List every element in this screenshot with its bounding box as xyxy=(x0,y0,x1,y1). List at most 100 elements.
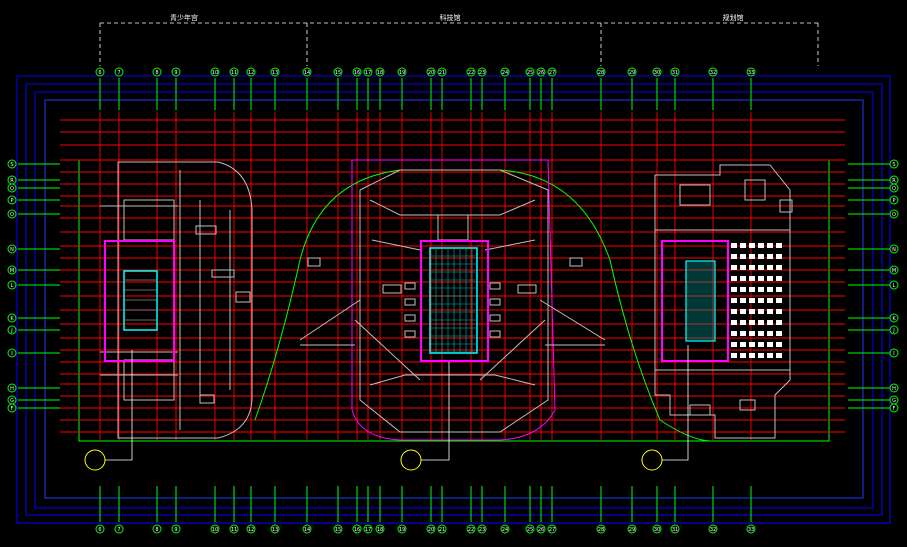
axis-bubble-label: 12 xyxy=(248,70,254,76)
column-bubble-bottom[interactable]: 14 xyxy=(302,524,312,534)
column-bubble-top[interactable]: 8 xyxy=(152,67,162,77)
column-bubble-bottom[interactable]: 6 xyxy=(95,524,105,534)
column-bubble-top[interactable]: 33 xyxy=(746,67,756,77)
column-bubble-bottom[interactable]: 23 xyxy=(477,524,487,534)
column-bubble-bottom[interactable]: 9 xyxy=(171,524,181,534)
column-bubble-top[interactable]: 13 xyxy=(270,67,280,77)
column-bubble-bottom[interactable]: 7 xyxy=(114,524,124,534)
column-bubble-top[interactable]: 22 xyxy=(466,67,476,77)
column-bubble-top[interactable]: 6 xyxy=(95,67,105,77)
column-bubble-bottom[interactable]: 29 xyxy=(627,524,637,534)
seat xyxy=(749,265,755,270)
seat xyxy=(767,287,773,292)
axis-bubble-label: 11 xyxy=(231,70,237,76)
callout-circle-left[interactable] xyxy=(84,449,106,471)
column-bubble-bottom[interactable]: 30 xyxy=(652,524,662,534)
axis-bubble-label: G xyxy=(892,398,896,404)
column-bubble-top[interactable]: 31 xyxy=(670,67,680,77)
column-bubble-bottom[interactable]: 33 xyxy=(746,524,756,534)
column-bubble-top[interactable]: 27 xyxy=(547,67,557,77)
column-bubble-bottom[interactable]: 17 xyxy=(363,524,373,534)
column-bubble-bottom[interactable]: 12 xyxy=(246,524,256,534)
center-building-plan xyxy=(299,169,606,433)
column-bubble-top[interactable]: 16 xyxy=(352,67,362,77)
row-bubble-left[interactable]: I xyxy=(7,348,17,358)
row-bubble-left[interactable]: L xyxy=(7,280,17,290)
column-bubble-bottom[interactable]: 22 xyxy=(466,524,476,534)
column-bubble-bottom[interactable]: 31 xyxy=(670,524,680,534)
row-bubble-left[interactable]: J xyxy=(7,325,17,335)
axis-bubble-label: 25 xyxy=(527,527,533,533)
column-bubble-top[interactable]: 26 xyxy=(536,67,546,77)
column-bubble-top[interactable]: 19 xyxy=(397,67,407,77)
column-bubble-top[interactable]: 17 xyxy=(363,67,373,77)
row-bubble-right[interactable]: J xyxy=(889,325,899,335)
column-bubble-top[interactable]: 28 xyxy=(596,67,606,77)
column-bubble-top[interactable]: 24 xyxy=(500,67,510,77)
column-bubble-top[interactable]: 20 xyxy=(426,67,436,77)
column-bubble-top[interactable]: 29 xyxy=(627,67,637,77)
seat xyxy=(740,342,746,347)
row-bubble-right[interactable]: P xyxy=(889,195,899,205)
column-axis-lines xyxy=(99,78,752,522)
row-bubble-left[interactable]: Q xyxy=(7,183,17,193)
row-bubble-left[interactable]: S xyxy=(7,159,17,169)
column-bubble-bottom[interactable]: 19 xyxy=(397,524,407,534)
column-bubble-top[interactable]: 14 xyxy=(302,67,312,77)
column-bubble-bottom[interactable]: 27 xyxy=(547,524,557,534)
row-bubble-right[interactable]: H xyxy=(889,383,899,393)
column-bubble-top[interactable]: 15 xyxy=(333,67,343,77)
row-bubble-right[interactable]: Q xyxy=(889,183,899,193)
row-bubble-right[interactable]: L xyxy=(889,280,899,290)
column-bubble-bottom[interactable]: 16 xyxy=(352,524,362,534)
column-bubble-bottom[interactable]: 24 xyxy=(500,524,510,534)
row-bubble-left[interactable]: O xyxy=(7,209,17,219)
seat xyxy=(740,298,746,303)
left-core-cyan xyxy=(123,270,158,331)
column-bubble-top[interactable]: 11 xyxy=(229,67,239,77)
column-bubble-bottom[interactable]: 13 xyxy=(270,524,280,534)
column-bubble-bottom[interactable]: 10 xyxy=(210,524,220,534)
column-bubble-bottom[interactable]: 20 xyxy=(426,524,436,534)
column-bubble-bottom[interactable]: 26 xyxy=(536,524,546,534)
callout-circle-center[interactable] xyxy=(400,449,422,471)
row-bubble-left[interactable]: F xyxy=(7,403,17,413)
row-bubble-left[interactable]: M xyxy=(7,265,17,275)
column-bubble-top[interactable]: 25 xyxy=(525,67,535,77)
column-bubble-bottom[interactable]: 8 xyxy=(152,524,162,534)
seat xyxy=(731,276,737,281)
row-bubble-right[interactable]: O xyxy=(889,209,899,219)
row-bubble-left[interactable]: H xyxy=(7,383,17,393)
row-bubble-left[interactable]: P xyxy=(7,195,17,205)
right-core-cyan xyxy=(685,260,716,342)
row-bubble-right[interactable]: M xyxy=(889,265,899,275)
column-bubble-bottom[interactable]: 28 xyxy=(596,524,606,534)
column-bubble-top[interactable]: 7 xyxy=(114,67,124,77)
center-core-highlight xyxy=(420,240,489,362)
column-bubble-top[interactable]: 12 xyxy=(246,67,256,77)
column-bubble-bottom[interactable]: 18 xyxy=(375,524,385,534)
column-bubble-bottom[interactable]: 32 xyxy=(708,524,718,534)
row-bubble-right[interactable]: I xyxy=(889,348,899,358)
column-bubble-bottom[interactable]: 25 xyxy=(525,524,535,534)
column-bubble-top[interactable]: 18 xyxy=(375,67,385,77)
axis-bubble-label: I xyxy=(893,351,894,357)
row-bubble-right[interactable]: S xyxy=(889,159,899,169)
column-bubble-top[interactable]: 21 xyxy=(437,67,447,77)
column-bubble-top[interactable]: 32 xyxy=(708,67,718,77)
column-bubble-bottom[interactable]: 15 xyxy=(333,524,343,534)
column-bubble-top[interactable]: 10 xyxy=(210,67,220,77)
callout-circle-right[interactable] xyxy=(641,449,663,471)
row-bubble-left[interactable]: N xyxy=(7,244,17,254)
column-bubble-top[interactable]: 23 xyxy=(477,67,487,77)
row-bubble-left[interactable]: K xyxy=(7,313,17,323)
row-bubble-right[interactable]: K xyxy=(889,313,899,323)
column-bubble-top[interactable]: 30 xyxy=(652,67,662,77)
column-bubble-top[interactable]: 9 xyxy=(171,67,181,77)
column-bubble-bottom[interactable]: 11 xyxy=(229,524,239,534)
row-bubble-right[interactable]: F xyxy=(889,403,899,413)
row-bubble-right[interactable]: N xyxy=(889,244,899,254)
column-bubble-bottom[interactable]: 21 xyxy=(437,524,447,534)
